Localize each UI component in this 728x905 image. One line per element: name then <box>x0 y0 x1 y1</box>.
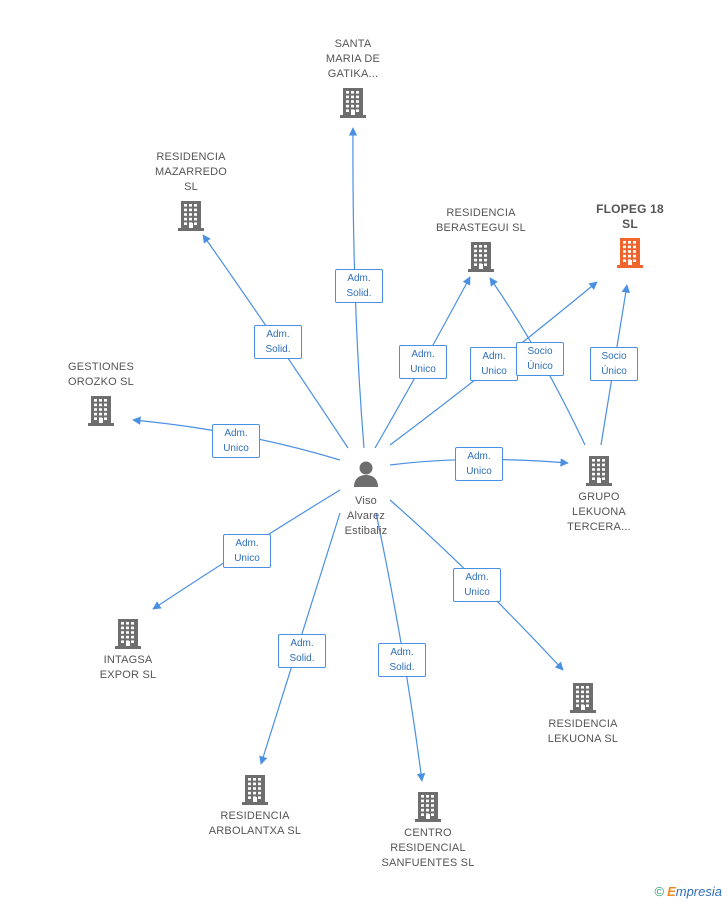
company-node-santa-maria[interactable]: SANTA MARIA DE GATIKA... <box>298 37 408 118</box>
company-name: RESIDENCIA BERASTEGUI SL <box>435 207 526 234</box>
company-name: FLOPEG 18 SL <box>596 202 664 231</box>
building-icon <box>575 236 685 268</box>
edge-label-mazarredo[interactable]: Adm. Solid. <box>254 325 302 359</box>
edge-label-berastegui[interactable]: Adm. Unico <box>399 345 447 379</box>
building-icon <box>73 617 183 649</box>
company-name: INTAGSA EXPOR SL <box>99 654 157 681</box>
building-icon <box>528 681 638 713</box>
company-name: SANTA MARIA DE GATIKA... <box>325 38 381 80</box>
company-node-sanfuentes[interactable]: CENTRO RESIDENCIAL SANFUENTES SL <box>373 790 483 871</box>
person-node[interactable]: Viso Alvarez Estibaliz <box>326 459 406 539</box>
building-icon <box>46 394 156 426</box>
edge-label-flopeg[interactable]: Socio Único <box>590 347 638 381</box>
company-node-intagsa[interactable]: INTAGSA EXPOR SL <box>73 617 183 683</box>
company-name: RESIDENCIA MAZARREDO SL <box>154 151 228 193</box>
edge-label-intagsa[interactable]: Adm. Unico <box>223 534 271 568</box>
company-node-mazarredo[interactable]: RESIDENCIA MAZARREDO SL <box>136 150 246 231</box>
building-icon <box>373 790 483 822</box>
company-node-arbolantxa[interactable]: RESIDENCIA ARBOLANTXA SL <box>200 773 310 839</box>
footer-brand: ©Empresia <box>654 884 722 899</box>
company-name: GRUPO LEKUONA TERCERA... <box>567 491 631 533</box>
company-name: RESIDENCIA ARBOLANTXA SL <box>208 810 302 837</box>
company-node-flopeg[interactable]: FLOPEG 18 SL <box>575 202 685 268</box>
copyright-symbol: © <box>654 884 665 899</box>
brand-initial: E <box>667 884 676 899</box>
edge-label-grupo-lekuona[interactable]: Adm. Unico <box>455 447 503 481</box>
person-icon <box>326 459 406 492</box>
company-name: CENTRO RESIDENCIAL SANFUENTES SL <box>381 827 475 869</box>
brand-name: mpresia <box>675 884 722 899</box>
company-node-berastegui[interactable]: RESIDENCIA BERASTEGUI SL <box>426 206 536 272</box>
edge-label-santa-maria[interactable]: Adm. Solid. <box>335 269 383 303</box>
building-icon <box>544 454 654 486</box>
company-name: RESIDENCIA LEKUONA SL <box>547 718 619 745</box>
edge-label-sanfuentes[interactable]: Adm. Solid. <box>378 643 426 677</box>
edge-label-res-lekuona[interactable]: Adm. Unico <box>453 568 501 602</box>
building-icon <box>426 240 536 272</box>
company-node-orozko[interactable]: GESTIONES OROZKO SL <box>46 360 156 426</box>
person-name: Viso Alvarez Estibaliz <box>344 495 388 537</box>
edge-label-orozko[interactable]: Adm. Unico <box>212 424 260 458</box>
edge-label-berastegui[interactable]: Socio Único <box>516 342 564 376</box>
company-node-grupo-lekuona[interactable]: GRUPO LEKUONA TERCERA... <box>544 454 654 535</box>
company-node-res-lekuona[interactable]: RESIDENCIA LEKUONA SL <box>528 681 638 747</box>
building-icon <box>298 86 408 118</box>
company-name: GESTIONES OROZKO SL <box>68 361 134 388</box>
edge-label-flopeg[interactable]: Adm. Unico <box>470 347 518 381</box>
building-icon <box>200 773 310 805</box>
edge-label-arbolantxa[interactable]: Adm. Solid. <box>278 634 326 668</box>
building-icon <box>136 199 246 231</box>
